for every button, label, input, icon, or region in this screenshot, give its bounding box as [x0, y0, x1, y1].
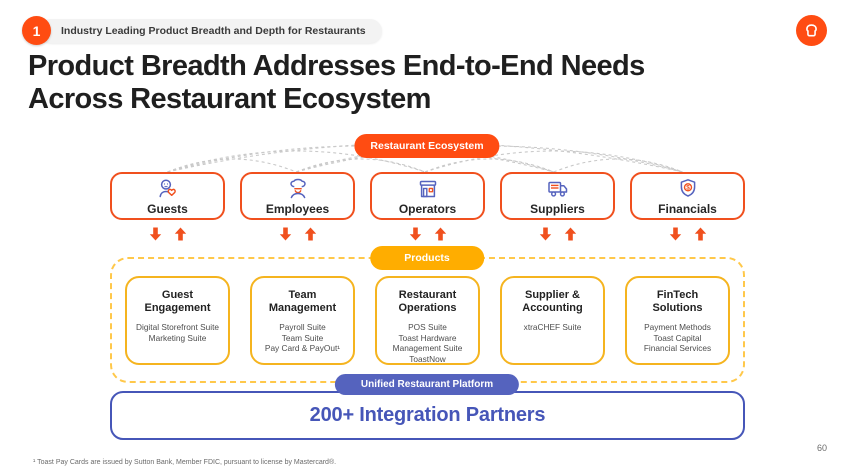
down-arrow-icon: [279, 227, 291, 241]
ecosystem-node-guests: Guests: [110, 172, 225, 220]
product-group-fintech-solutions: FinTech Solutions Payment Methods Toast …: [625, 276, 730, 365]
product-group-title: Restaurant Operations: [398, 289, 457, 314]
shield-dollar-icon: $: [676, 177, 700, 201]
product-item: Marketing Suite: [148, 332, 207, 343]
ecosystem-node-employees: Employees: [240, 172, 355, 220]
ecosystem-row: Guests Employees: [110, 172, 745, 220]
up-arrow-icon: [304, 227, 316, 241]
chef-icon: [286, 177, 310, 201]
page-title: Product Breadth Addresses End-to-End Nee…: [28, 50, 645, 116]
up-arrow-icon: [434, 227, 446, 241]
product-item: Team Suite: [281, 332, 324, 343]
product-group-items: xtraCHEF Suite: [502, 322, 603, 333]
products-pill: Products: [370, 246, 484, 270]
product-group-title: Team Management: [268, 289, 337, 314]
product-group-restaurant-operations: Restaurant Operations POS Suite Toast Ha…: [375, 276, 480, 365]
ecosystem-node-suppliers: Suppliers: [500, 172, 615, 220]
toast-logo-icon: [796, 15, 827, 46]
product-item: Financial Services: [643, 343, 712, 353]
product-group-items: Payment Methods Toast Capital Financial …: [627, 322, 728, 354]
page-number: 60: [816, 443, 827, 453]
down-arrow-icon: [539, 227, 551, 241]
product-group-title: Supplier & Accounting: [522, 289, 583, 314]
product-group-items: POS Suite Toast Hardware Management Suit…: [377, 322, 478, 364]
up-arrow-icon: [174, 227, 186, 241]
product-group-team-management: Team Management Payroll Suite Team Suite…: [250, 276, 355, 365]
product-item: Toast Hardware: [398, 332, 457, 343]
title-line-2: Across Restaurant Ecosystem: [28, 83, 431, 115]
person-heart-icon: [156, 177, 180, 201]
title-line-1: Product Breadth Addresses End-to-End Nee…: [28, 50, 645, 82]
product-groups-row: Guest Engagement Digital Storefront Suit…: [125, 276, 730, 365]
flow-arrows-row: [110, 227, 745, 241]
arrow-pair: [240, 227, 355, 241]
integration-partners-box: 200+ Integration Partners: [110, 391, 745, 440]
ecosystem-node-label: Financials: [658, 201, 717, 216]
up-arrow-icon: [564, 227, 576, 241]
product-group-items: Payroll Suite Team Suite Pay Card & PayO…: [252, 322, 353, 354]
product-group-title: FinTech Solutions: [652, 289, 703, 314]
product-item: POS Suite: [408, 322, 447, 332]
product-item: Payment Methods: [644, 322, 711, 332]
ecosystem-node-label: Suppliers: [530, 201, 585, 216]
svg-text:$: $: [686, 184, 690, 191]
storefront-icon: [416, 177, 440, 201]
down-arrow-icon: [409, 227, 421, 241]
up-arrow-icon: [694, 227, 706, 241]
arrow-pair: [110, 227, 225, 241]
product-item: xtraCHEF Suite: [523, 322, 582, 332]
ecosystem-node-label: Operators: [398, 201, 457, 216]
product-group-guest-engagement: Guest Engagement Digital Storefront Suit…: [125, 276, 230, 365]
truck-icon: [546, 177, 570, 201]
product-group-supplier-accounting: Supplier & Accounting xtraCHEF Suite: [500, 276, 605, 365]
section-number: 1: [32, 22, 41, 39]
section-title-pill: Industry Leading Product Breadth and Dep…: [39, 18, 382, 43]
restaurant-ecosystem-pill: Restaurant Ecosystem: [354, 134, 500, 158]
section-badge: 1 Industry Leading Product Breadth and D…: [22, 16, 382, 45]
unified-platform-pill: Unified Restaurant Platform: [334, 374, 520, 395]
product-item: Payroll Suite: [279, 322, 326, 332]
arrow-pair: [370, 227, 485, 241]
product-item: Management Suite: [392, 343, 463, 353]
product-item: Pay Card & PayOut¹: [264, 343, 341, 353]
integration-partners-label: 200+ Integration Partners: [309, 404, 546, 426]
product-item: Toast Capital: [653, 332, 702, 343]
section-number-badge: 1: [22, 16, 51, 45]
ecosystem-node-operators: Operators: [370, 172, 485, 220]
product-group-title: Guest Engagement: [144, 289, 211, 314]
down-arrow-icon: [669, 227, 681, 241]
product-item: ToastNow: [409, 353, 446, 364]
footnote: ¹ Toast Pay Cards are issued by Sutton B…: [33, 459, 337, 466]
ecosystem-node-label: Employees: [265, 201, 330, 216]
down-arrow-icon: [149, 227, 161, 241]
arrow-pair: [500, 227, 615, 241]
product-group-items: Digital Storefront Suite Marketing Suite: [127, 322, 228, 343]
ecosystem-node-label: Guests: [147, 201, 188, 216]
product-item: Digital Storefront Suite: [135, 322, 219, 332]
arrow-pair: [630, 227, 745, 241]
ecosystem-node-financials: $ Financials: [630, 172, 745, 220]
